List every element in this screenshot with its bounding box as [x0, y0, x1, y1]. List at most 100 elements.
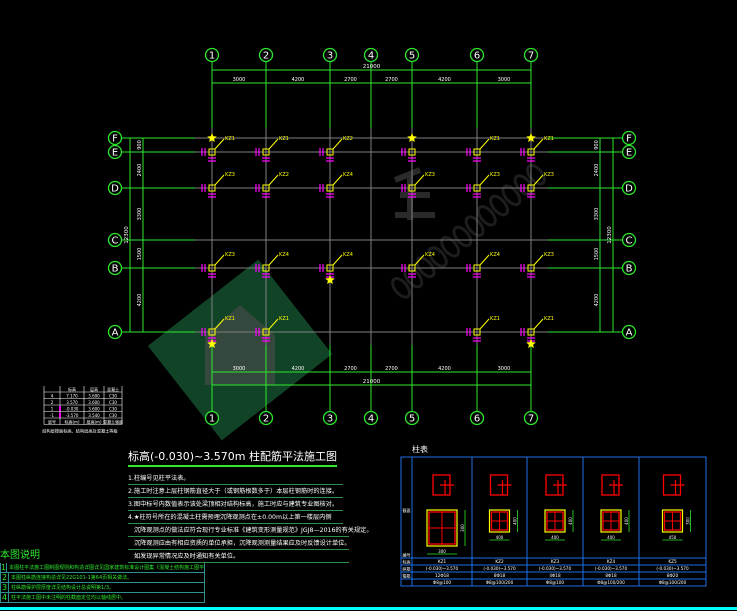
column-table-row-header: 箍筋	[403, 573, 411, 579]
description-title: 本图说明	[0, 550, 40, 561]
leader-line	[479, 138, 490, 150]
column-offset-mark	[255, 264, 270, 278]
column-offset-mark	[401, 148, 416, 162]
section-dim-value: 400	[551, 535, 559, 540]
axis-bubble: F	[621, 130, 637, 146]
column-label: KZ4	[279, 252, 289, 258]
settlement-star-icon	[207, 339, 217, 348]
level-table-header: 混凝土	[107, 386, 119, 392]
section-ties	[664, 512, 681, 530]
column-marker	[255, 148, 270, 162]
axis-circle	[621, 130, 637, 146]
dimension-value: 2400	[137, 164, 143, 177]
level-table-cell: C30	[109, 400, 117, 405]
column-table-cell: Φ8@100/200	[659, 580, 687, 585]
leader-line	[214, 138, 225, 150]
column-label: KZ3	[225, 172, 235, 178]
axis-circle	[204, 410, 220, 426]
dimension-value: 3300	[137, 208, 143, 221]
axis-bubble: 7	[523, 410, 539, 426]
leader-line	[268, 174, 279, 186]
column-label: KZ3	[425, 172, 435, 178]
settlement-star-icon	[325, 275, 335, 284]
column-table-cell: Φ8@100	[546, 580, 564, 585]
column-section	[208, 328, 216, 336]
column-table-row-header: 纵筋	[403, 566, 411, 572]
column-section	[408, 148, 416, 156]
dimension-value: 3000	[233, 366, 246, 372]
section-dim-value: 300	[460, 524, 465, 532]
column-label: KZ4	[425, 252, 435, 258]
axis-circle	[523, 47, 539, 63]
section-ties	[603, 512, 619, 530]
axis-circle	[404, 47, 420, 63]
axis-circle	[469, 410, 485, 426]
column-offset-mark	[319, 264, 334, 278]
watermark-house-icon	[205, 305, 275, 385]
column-section-detail	[426, 474, 458, 547]
axis-circle	[621, 260, 637, 276]
section-outline	[661, 509, 684, 533]
column-marker	[255, 328, 270, 342]
axis-label: 1	[209, 414, 215, 425]
leader-line	[214, 318, 225, 330]
axis-circle	[107, 144, 123, 160]
column-label: KZ1	[490, 316, 500, 322]
level-table-cell: 3.600	[88, 400, 100, 405]
watermark-letter-shape	[427, 246, 448, 268]
column-offset-mark	[466, 328, 481, 342]
column-label: KZ4	[343, 252, 353, 258]
column-offset-mark	[319, 184, 334, 198]
column-table-cell: 8Φ18	[494, 573, 506, 578]
section-outline	[488, 509, 511, 533]
axis-label: 5	[409, 51, 415, 62]
leader-line	[479, 318, 490, 330]
column-section-detail	[600, 474, 623, 533]
watermark-letter-shape	[501, 184, 522, 207]
axis-bubble: E	[107, 144, 123, 160]
row-number: 2	[1, 573, 9, 582]
axis-circle	[322, 47, 338, 63]
dimension-value: 4200	[292, 366, 305, 372]
rebar-sketch	[670, 480, 685, 495]
axis-label: A	[112, 328, 119, 339]
section-ties	[429, 512, 455, 544]
column-marker	[255, 264, 270, 278]
column-offset-mark	[520, 264, 535, 278]
dimension-value: 2700	[385, 366, 398, 372]
axis-label: E	[112, 148, 118, 159]
axis-circle	[363, 410, 379, 426]
column-table-cell: Φ8@100/200	[597, 580, 625, 585]
column-section	[473, 184, 481, 192]
dimension-value: 2700	[385, 77, 398, 83]
leader-line	[414, 254, 425, 266]
leader-line	[332, 254, 343, 266]
column-section	[326, 264, 334, 272]
column-marker	[201, 328, 216, 342]
axis-label: 3	[327, 414, 333, 425]
note-1: 1.柱编号见柱平法表。	[128, 472, 343, 485]
column-marker	[401, 184, 416, 198]
dimension-value: 3000	[498, 366, 511, 372]
column-table-cell: KZ4	[607, 559, 616, 564]
section-outline	[426, 509, 458, 547]
column-table-cell: 8Φ20	[667, 573, 679, 578]
horizontal-scrollbar[interactable]	[0, 607, 737, 610]
watermark-letter-shape	[489, 194, 510, 217]
row-number: 4	[1, 593, 9, 602]
column-table-cell: KZ2	[495, 559, 504, 564]
column-table-cell: Φ8@100/200	[486, 580, 514, 585]
leader-line	[479, 254, 490, 266]
axis-label: 4	[368, 414, 374, 425]
column-marker	[401, 264, 416, 278]
leader-line	[214, 254, 225, 266]
dimension-total: 12300	[124, 226, 130, 244]
level-table-cell: 2	[51, 400, 54, 405]
axis-bubble: B	[621, 260, 637, 276]
column-marker	[319, 264, 334, 278]
level-table-cell: C30	[109, 413, 117, 418]
watermark-letter-shape	[476, 205, 497, 227]
column-marker	[466, 184, 481, 198]
column-section	[527, 148, 535, 156]
